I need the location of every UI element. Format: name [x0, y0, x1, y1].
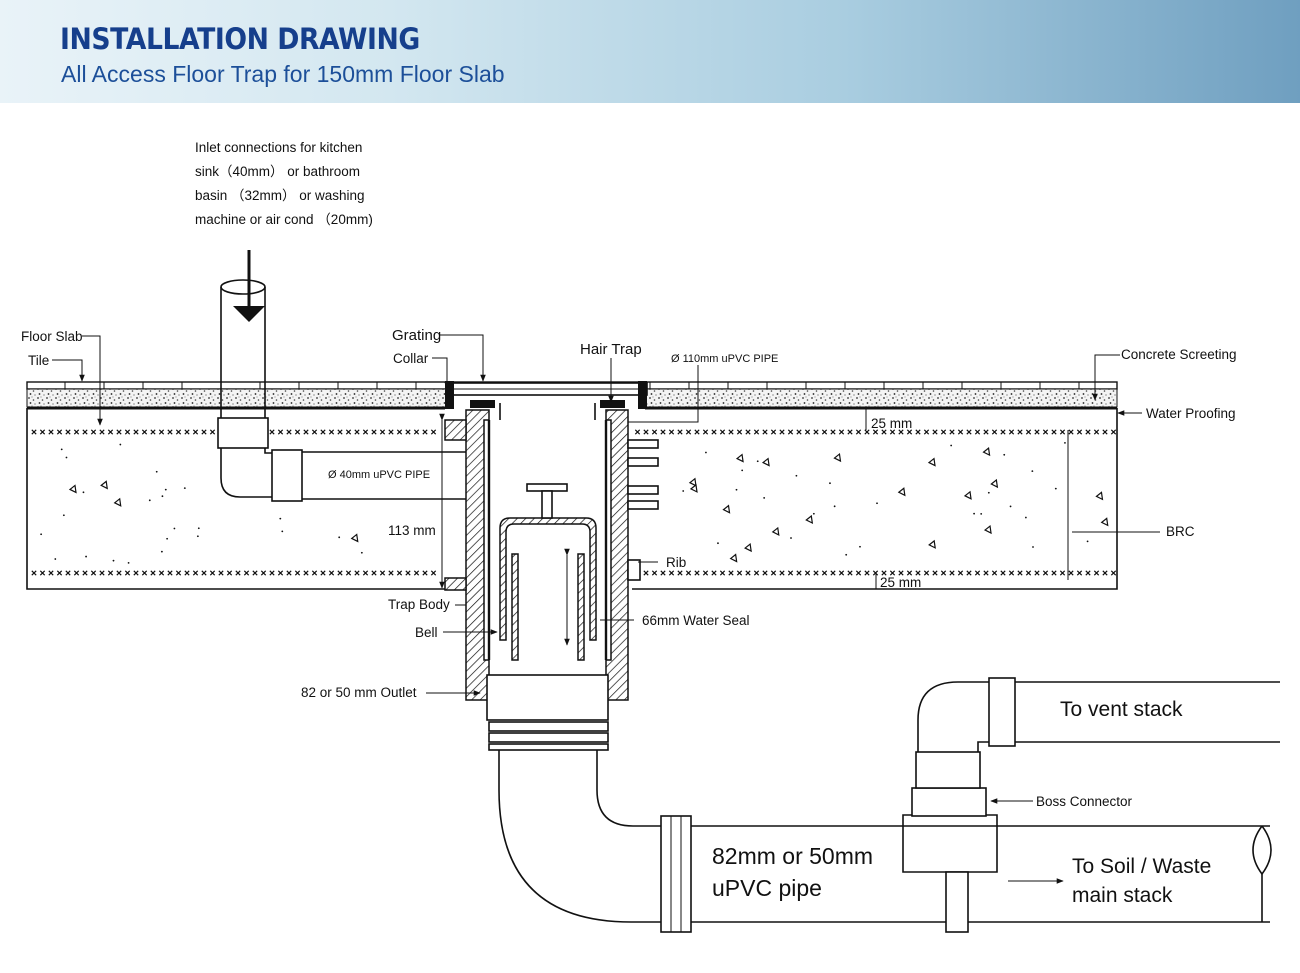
label-rib: Rib [666, 555, 686, 570]
page-subtitle: All Access Floor Trap for 150mm Floor Sl… [61, 61, 505, 87]
floor-trap [444, 381, 659, 751]
main-pipe [498, 677, 1280, 933]
label-boss-connector: Boss Connector [1036, 794, 1133, 809]
label-tile: Tile [28, 353, 49, 368]
page-title: INSTALLATION DRAWING [60, 22, 420, 56]
label-soil-stack-line-2: main stack [1072, 884, 1173, 907]
label-trap-body: Trap Body [388, 597, 450, 612]
label-soil-stack-line-1: To Soil / Waste [1072, 855, 1211, 878]
inlet-pipe [217, 250, 470, 502]
inlet-note: Inlet connections for kitchen sink（40mm）… [195, 140, 373, 227]
label-vent-stack: To vent stack [1060, 698, 1183, 721]
label-pipe-main-line-1: 82mm or 50mm [712, 843, 873, 869]
label-dim-25-top: 25 mm [871, 416, 912, 431]
label-water-seal: 66mm Water Seal [642, 613, 750, 628]
inlet-note-line-3: basin （32mm） or washing [195, 188, 365, 203]
label-pipe-main-line-2: uPVC pipe [712, 875, 822, 901]
inlet-note-line-1: Inlet connections for kitchen [195, 140, 362, 155]
leader-lines [52, 334, 1160, 884]
label-bell: Bell [415, 625, 438, 640]
label-dim-25-bottom: 25 mm [880, 575, 921, 590]
label-collar: Collar [393, 351, 429, 366]
label-hair-trap: Hair Trap [580, 341, 642, 358]
label-pipe-110: Ø 110mm uPVC PIPE [671, 353, 778, 365]
inlet-note-line-4: machine or air cond （20mm) [195, 212, 373, 227]
label-floor-slab: Floor Slab [21, 329, 83, 344]
label-brc: BRC [1166, 524, 1195, 539]
label-pipe-40: Ø 40mm uPVC PIPE [328, 469, 430, 481]
label-outlet: 82 or 50 mm Outlet [301, 685, 417, 700]
label-dim-113: 113 mm [388, 523, 436, 538]
inlet-note-line-2: sink（40mm） or bathroom [195, 164, 360, 179]
label-water-proofing: Water Proofing [1146, 406, 1236, 421]
label-grating: Grating [392, 327, 441, 344]
header-banner: INSTALLATION DRAWING All Access Floor Tr… [0, 0, 1300, 103]
floor-slab-section [26, 381, 1118, 590]
label-concrete-screeting: Concrete Screeting [1121, 347, 1237, 362]
